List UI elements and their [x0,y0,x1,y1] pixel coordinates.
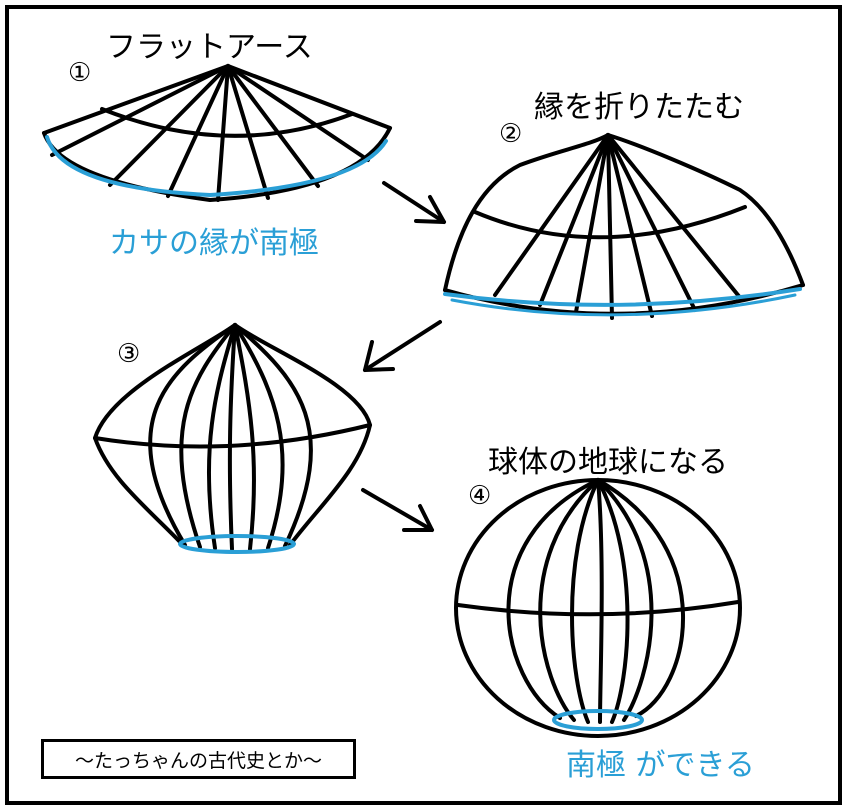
step-4-title: 球体の地球になる [488,445,728,480]
globe-shape [454,478,742,738]
arrow-3-to-4 [361,488,434,532]
flat-earth-fan [42,64,392,202]
step-4-number: ④ [468,481,492,511]
dome-rim-highlight [443,287,802,307]
lantern-bottom-ring [178,534,296,554]
arrow-2-to-3 [363,320,442,372]
step-3-number: ③ [117,339,141,369]
lantern-shape [93,323,372,551]
globe-south-pole-ring [552,709,644,731]
step-1-title: フラットアース [106,30,313,65]
dome-rim-inner-highlight [450,293,797,317]
credit-box: ～たっちゃんの古代史とか～ [41,739,356,779]
arrow-1-to-2 [382,181,446,224]
step-1-note: カサの縁が南極 [109,226,319,261]
outer-frame [5,5,842,805]
step-2-title: 縁を折りたたむ [534,90,744,125]
fan-rim-highlight [45,135,388,197]
step-1-number: ① [68,58,92,88]
folded-dome [443,133,805,320]
step-4-note: 南極 ができる [566,748,755,783]
step-2-number: ② [499,119,523,149]
credit-text: ～たっちゃんの古代史とか～ [74,749,322,772]
